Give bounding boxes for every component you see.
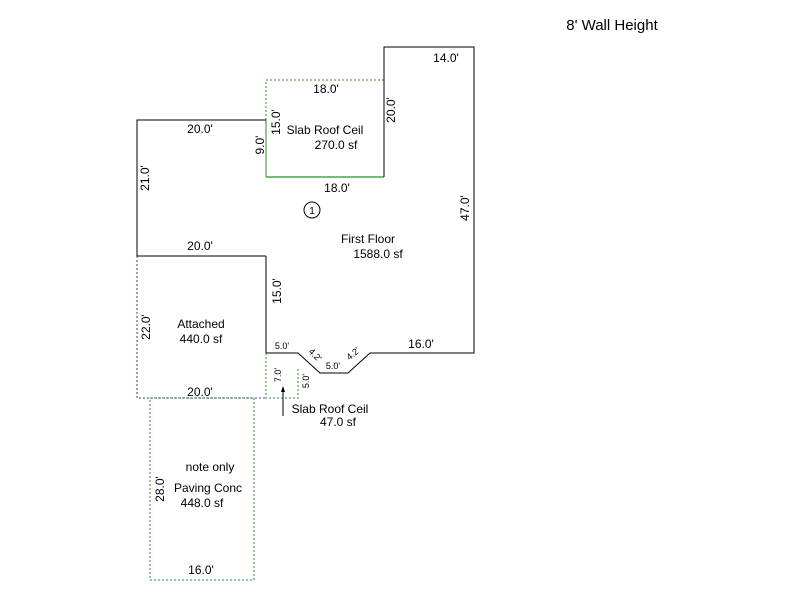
- dim-5-mid: 5.0': [326, 361, 341, 371]
- floor-number-marker: [303, 201, 321, 219]
- first-floor-left-wall: [136, 119, 266, 256]
- dim-7-vert: 7.0': [273, 368, 283, 383]
- slab-bottom-pointer-arrow: [281, 386, 285, 392]
- wall-height-label: 8' Wall Height: [566, 17, 658, 34]
- dim-18-bottom-slab: 18.0': [324, 181, 350, 195]
- dim-20-mid: 20.0': [187, 239, 213, 253]
- first-floor-area: 1588.0 sf: [353, 247, 403, 261]
- first-floor-name: First Floor: [341, 232, 395, 246]
- dim-4-2-a: 4.2': [307, 346, 324, 363]
- dim-5-left: 5.0': [275, 341, 290, 351]
- slab-top-area: 270.0 sf: [315, 138, 358, 152]
- paving-name: Paving Conc: [174, 481, 242, 495]
- paving-note: note only: [186, 460, 235, 474]
- dim-22-vert: 22.0': [139, 314, 153, 340]
- dim-16-right: 16.0': [408, 337, 434, 351]
- slab-top-name: Slab Roof Ceil: [287, 123, 364, 137]
- paving-outline: [149, 397, 255, 581]
- attached-area: 440.0 sf: [180, 332, 223, 346]
- dim-20-vert-right: 20.0': [384, 97, 398, 123]
- dim-18-top: 18.0': [313, 82, 339, 96]
- dim-28-vert: 28.0': [153, 476, 167, 502]
- dim-15-vert-slab: 15.0': [269, 109, 283, 135]
- attached-outline: [136, 256, 266, 399]
- dim-5-vert: 5.0': [301, 374, 311, 389]
- dim-15-vert-mid: 15.0': [270, 278, 284, 304]
- slab-bottom-area: 47.0 sf: [320, 415, 357, 429]
- attached-name: Attached: [177, 317, 224, 331]
- floor-number-label: 1: [309, 206, 315, 217]
- slab-bottom-name: Slab Roof Ceil: [292, 402, 369, 416]
- dim-4-2-b: 4.2': [344, 345, 362, 362]
- slab-bottom-outline: [265, 353, 299, 399]
- first-floor-right-wall: [266, 46, 475, 374]
- dim-21-vert: 21.0': [138, 165, 152, 191]
- dim-14-top: 14.0': [433, 51, 459, 65]
- dim-9-vert: 9.0': [253, 136, 267, 155]
- dim-16-bottom: 16.0': [188, 563, 214, 577]
- slab-top-outline: [265, 79, 384, 120]
- dim-20-upper-left: 20.0': [187, 122, 213, 136]
- paving-area: 448.0 sf: [181, 496, 224, 510]
- dim-47-vert: 47.0': [458, 195, 472, 221]
- dim-20-attached-bottom: 20.0': [187, 385, 213, 399]
